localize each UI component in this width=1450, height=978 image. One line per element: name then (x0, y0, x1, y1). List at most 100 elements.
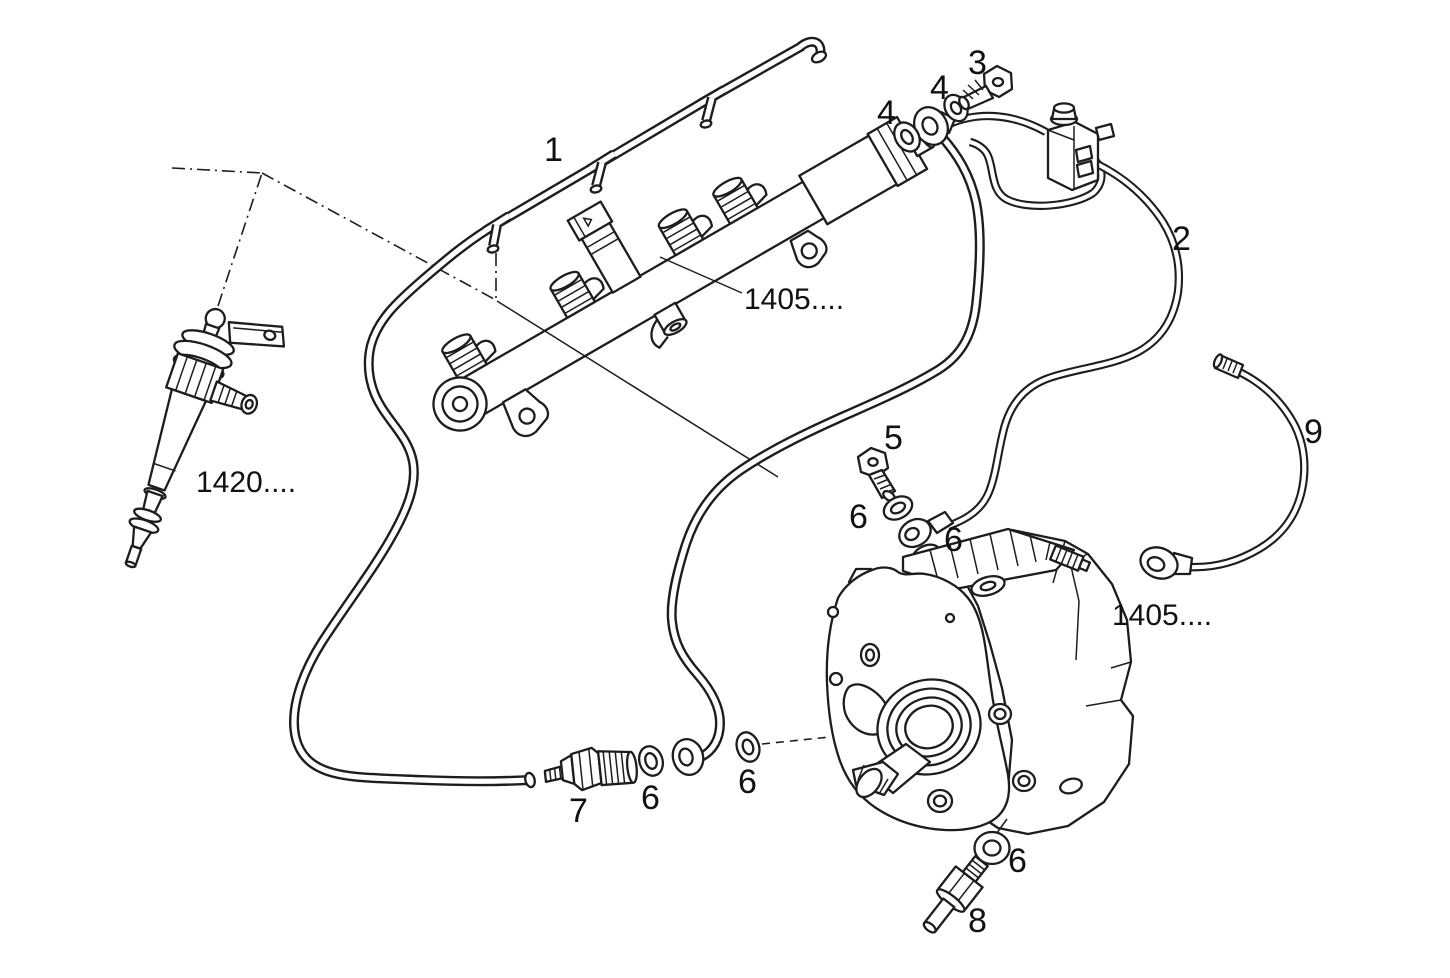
bolt-threads (960, 79, 984, 104)
outlet-hole (669, 322, 682, 332)
callout-6: 6 (738, 763, 757, 801)
part-ref-injector: 1420.... (196, 466, 296, 499)
sensor-fitting-8 (922, 855, 989, 934)
callout-6: 6 (944, 521, 963, 559)
pipe9-tube-inner (1189, 368, 1307, 570)
injection-pump (825, 527, 1135, 838)
callout-4: 4 (930, 69, 949, 107)
rail-end-cap-core (451, 395, 469, 413)
shaft-tip-face (855, 767, 883, 799)
washer-hole (900, 128, 914, 146)
dash-line (171, 167, 263, 174)
return-line-tube-inner (291, 43, 804, 784)
bolt-hole (993, 707, 1007, 721)
bolt-threads (873, 474, 895, 495)
pipe9-threaded-end (1212, 353, 1245, 380)
connector-hole (263, 329, 277, 342)
junction-block (1046, 102, 1116, 192)
banjo-eye-hole (678, 747, 694, 767)
thread-tip (1212, 353, 1224, 369)
dash-line (261, 172, 495, 300)
callout-9: 9 (1304, 413, 1323, 451)
rail-label-leader (659, 256, 743, 294)
flange-hole (864, 648, 876, 662)
callout-8: 8 (968, 902, 987, 940)
elbow-opening (810, 50, 828, 64)
port-top (441, 333, 472, 355)
lug-hole (800, 242, 818, 260)
hub-ring (904, 704, 954, 750)
callout-6: 6 (849, 498, 868, 536)
inlet-hole (244, 398, 254, 410)
port-top (712, 176, 743, 198)
rail-port (657, 208, 714, 257)
sealing-washer-6 (973, 830, 1011, 866)
tee-fitting (697, 85, 727, 129)
fitting-threads (602, 751, 626, 785)
flange-bolt-hole (926, 788, 954, 814)
callout-6: 6 (641, 779, 660, 817)
dash-line (217, 172, 263, 307)
washer-hole (741, 738, 755, 756)
banjo-bolt-5 (856, 446, 897, 503)
callout-4: 4 (877, 94, 896, 132)
lug-hole (518, 407, 536, 425)
washer-hole (644, 752, 658, 770)
body-band (152, 462, 176, 472)
banjo-bolt-3 (958, 64, 1014, 111)
port-top (657, 208, 689, 230)
flange-hole (944, 612, 956, 624)
hex-ribs (174, 356, 217, 401)
washer-hole (889, 501, 907, 515)
top-face-hatch (929, 529, 1051, 581)
callout-6: 6 (1008, 842, 1027, 880)
port-bracket (691, 214, 714, 238)
pump-return-hose (666, 132, 985, 776)
pump-stud (1049, 544, 1092, 573)
fuel-rail (432, 115, 936, 438)
pump-rear-body (950, 528, 1135, 836)
injector-hex-body (165, 352, 225, 405)
pipe9-tube (1189, 366, 1309, 572)
sealing-washer-6 (637, 745, 665, 777)
rail-port (441, 333, 497, 382)
injector-body (147, 388, 208, 492)
port-top (549, 270, 580, 292)
stud-threads (1055, 547, 1079, 569)
rail-port (549, 270, 605, 319)
sealing-washer-6 (735, 731, 761, 763)
rail-mounting-lug (501, 388, 550, 438)
supply-pipe-9 (1139, 353, 1309, 580)
pump-port-hole (979, 580, 997, 592)
banjo-neck (926, 510, 955, 535)
rail-port (712, 176, 768, 225)
port-bracket (583, 277, 605, 301)
hose-fitting-7 (543, 746, 638, 792)
port-threads (446, 341, 484, 377)
pump-top-face (901, 527, 1076, 591)
pump-shaft (851, 742, 932, 799)
high-pressure-pipe-assembly (898, 102, 1184, 549)
hose-cut-end (524, 771, 536, 789)
part-ref-pump: 1405.... (1112, 599, 1212, 632)
tee-collar-inner (588, 151, 616, 172)
rail-outlet-port (650, 301, 688, 349)
callout-7: 7 (569, 792, 588, 830)
callout-5: 5 (884, 419, 903, 457)
tee-stub-inner (490, 224, 500, 247)
pipe2-banjo-end (898, 510, 955, 549)
stud-tip (1077, 558, 1092, 573)
banjo-eye-hole (1146, 556, 1166, 572)
sensor-bands (586, 230, 619, 256)
part-ref-rail: 1405.... (744, 283, 844, 316)
flange-bolt-hole (1011, 769, 1037, 793)
rail-pressure-sensor (566, 200, 642, 294)
rail-mounting-lug (789, 229, 828, 269)
fitting-end-face (625, 750, 638, 784)
sensor-probe-tip (922, 920, 937, 934)
tee-stub-inner (703, 97, 715, 122)
nozzle-tip-end (124, 560, 137, 569)
injector (124, 307, 286, 569)
